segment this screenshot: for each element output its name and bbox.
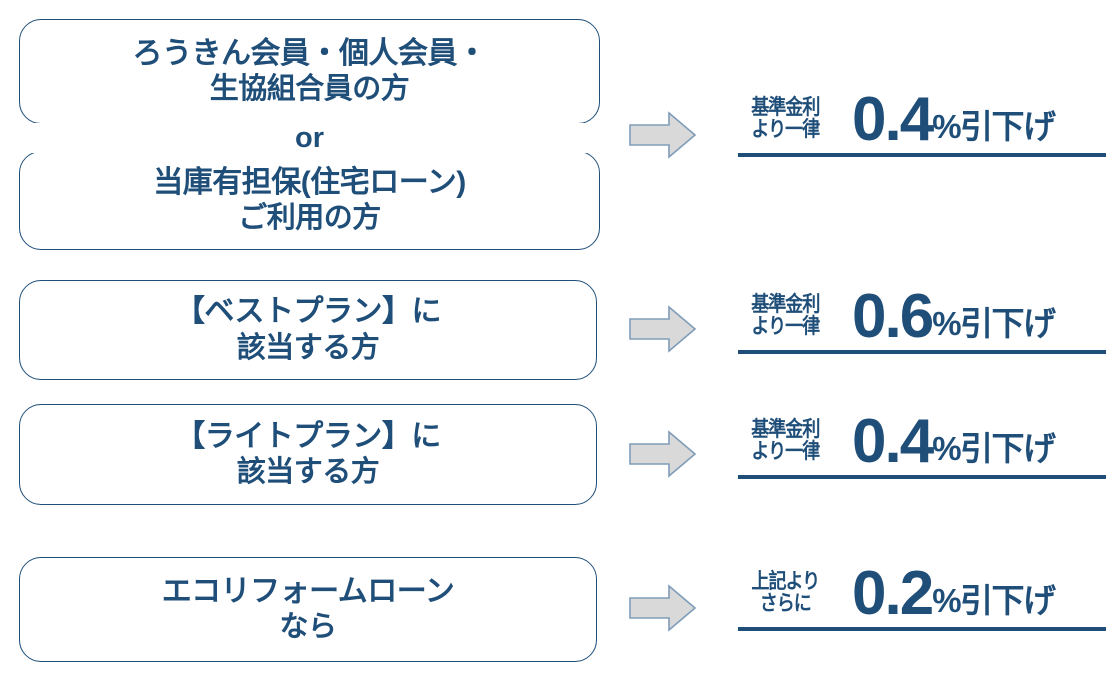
rate-label-line2: より一律 xyxy=(751,118,820,142)
condition-line: 生協組合員の方 xyxy=(209,73,410,106)
rate-label-line2: さらに xyxy=(759,592,812,616)
condition-box-eco-reform-loan: エコリフォームローン なら xyxy=(19,557,597,662)
rate-label-line2: より一律 xyxy=(751,440,820,464)
rate-label-line1: 基準金利 xyxy=(751,417,820,441)
condition-line: 【ライトプラン】に xyxy=(175,419,441,453)
rate-label: 基準金利 より一律 xyxy=(738,417,833,468)
rate-suffix: %引下げ xyxy=(932,305,1056,342)
rate-value: 0.4 xyxy=(852,85,934,155)
condition-line: ご利用の方 xyxy=(238,202,381,235)
condition-line: 該当する方 xyxy=(236,456,380,489)
rate-label: 基準金利 より一律 xyxy=(738,292,833,343)
right-arrow-icon xyxy=(629,430,697,478)
rate-label-line2: より一律 xyxy=(751,315,820,339)
rate-underline xyxy=(738,153,1106,157)
rate-underline xyxy=(738,475,1106,479)
rate-label-line1: 上記より xyxy=(751,569,820,593)
or-connector: or xyxy=(19,123,600,153)
rate-suffix: %引下げ xyxy=(932,582,1056,619)
condition-line: エコリフォームローン xyxy=(161,574,455,608)
rate-block-member: 基準金利 より一律 0.4 %引下げ xyxy=(738,84,1106,157)
condition-box-best-plan: 【ベストプラン】に 該当する方 xyxy=(19,280,597,380)
rate-label: 基準金利 より一律 xyxy=(738,95,833,146)
condition-box-light-plan: 【ライトプラン】に 該当する方 xyxy=(19,404,597,505)
condition-line: 当庫有担保(住宅ローン) xyxy=(153,165,466,199)
rate-underline xyxy=(738,350,1106,354)
rate-block-best-plan: 基準金利 より一律 0.6 %引下げ xyxy=(738,281,1106,354)
right-arrow-icon xyxy=(629,305,697,353)
condition-line: 【ベストプラン】に xyxy=(174,295,442,329)
condition-box-mortgage: 当庫有担保(住宅ローン) ご利用の方 xyxy=(19,151,600,250)
condition-line: なら xyxy=(279,611,337,644)
rate-label-line1: 基準金利 xyxy=(751,292,820,316)
rate-label: 上記より さらに xyxy=(738,569,833,620)
rate-block-eco-reform-loan: 上記より さらに 0.2 %引下げ xyxy=(738,558,1106,631)
rate-value: 0.4 xyxy=(852,407,934,477)
rate-block-light-plan: 基準金利 より一律 0.4 %引下げ xyxy=(738,406,1106,479)
rate-underline xyxy=(738,627,1106,631)
condition-line: ろうきん会員・個人会員・ xyxy=(132,36,488,70)
rate-suffix: %引下げ xyxy=(932,108,1056,145)
right-arrow-icon xyxy=(629,111,697,159)
rate-value: 0.6 xyxy=(852,282,934,352)
rate-value: 0.2 xyxy=(852,559,934,629)
condition-line: 該当する方 xyxy=(236,331,380,364)
right-arrow-icon xyxy=(629,584,697,632)
rate-label-line1: 基準金利 xyxy=(751,95,820,119)
rate-suffix: %引下げ xyxy=(932,430,1056,467)
condition-box-member: ろうきん会員・個人会員・ 生協組合員の方 xyxy=(19,19,600,124)
